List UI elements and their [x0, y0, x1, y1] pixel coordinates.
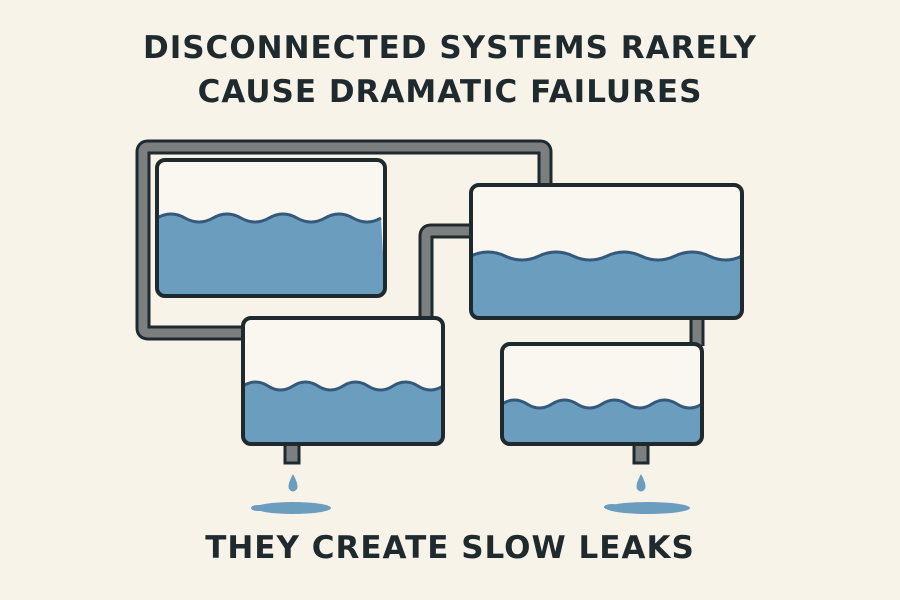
pipe-main-loop-inner [138, 142, 550, 338]
leak-right [604, 474, 690, 514]
tanks [155, 158, 744, 446]
puddle-left [255, 502, 331, 514]
tank-top-left [155, 158, 387, 298]
leak-left [251, 474, 331, 514]
tank-top-right [469, 183, 744, 320]
water-top-left [157, 214, 385, 296]
title-line-2: CAUSE DRAMATIC FAILURES [197, 74, 703, 110]
tank-bottom-left [241, 316, 445, 446]
title-line-1: DISCONNECTED SYSTEMS RARELY [142, 30, 758, 66]
caption: THEY CREATE SLOW LEAKS [205, 530, 695, 566]
leaks [251, 474, 690, 514]
water-bottom-right [502, 400, 702, 444]
water-bottom-left [243, 382, 443, 444]
tank-bottom-right [500, 342, 704, 446]
puddle-right [606, 502, 690, 514]
puddle-right-splash [604, 504, 620, 510]
water-top-right [471, 252, 742, 318]
pipe-middle-connector [418, 223, 472, 320]
droplet-left [288, 474, 298, 492]
pipe-middle-connector-inner [421, 226, 472, 320]
pipes [135, 139, 705, 465]
puddle-left-splash [251, 505, 265, 511]
droplet-right [636, 474, 646, 492]
